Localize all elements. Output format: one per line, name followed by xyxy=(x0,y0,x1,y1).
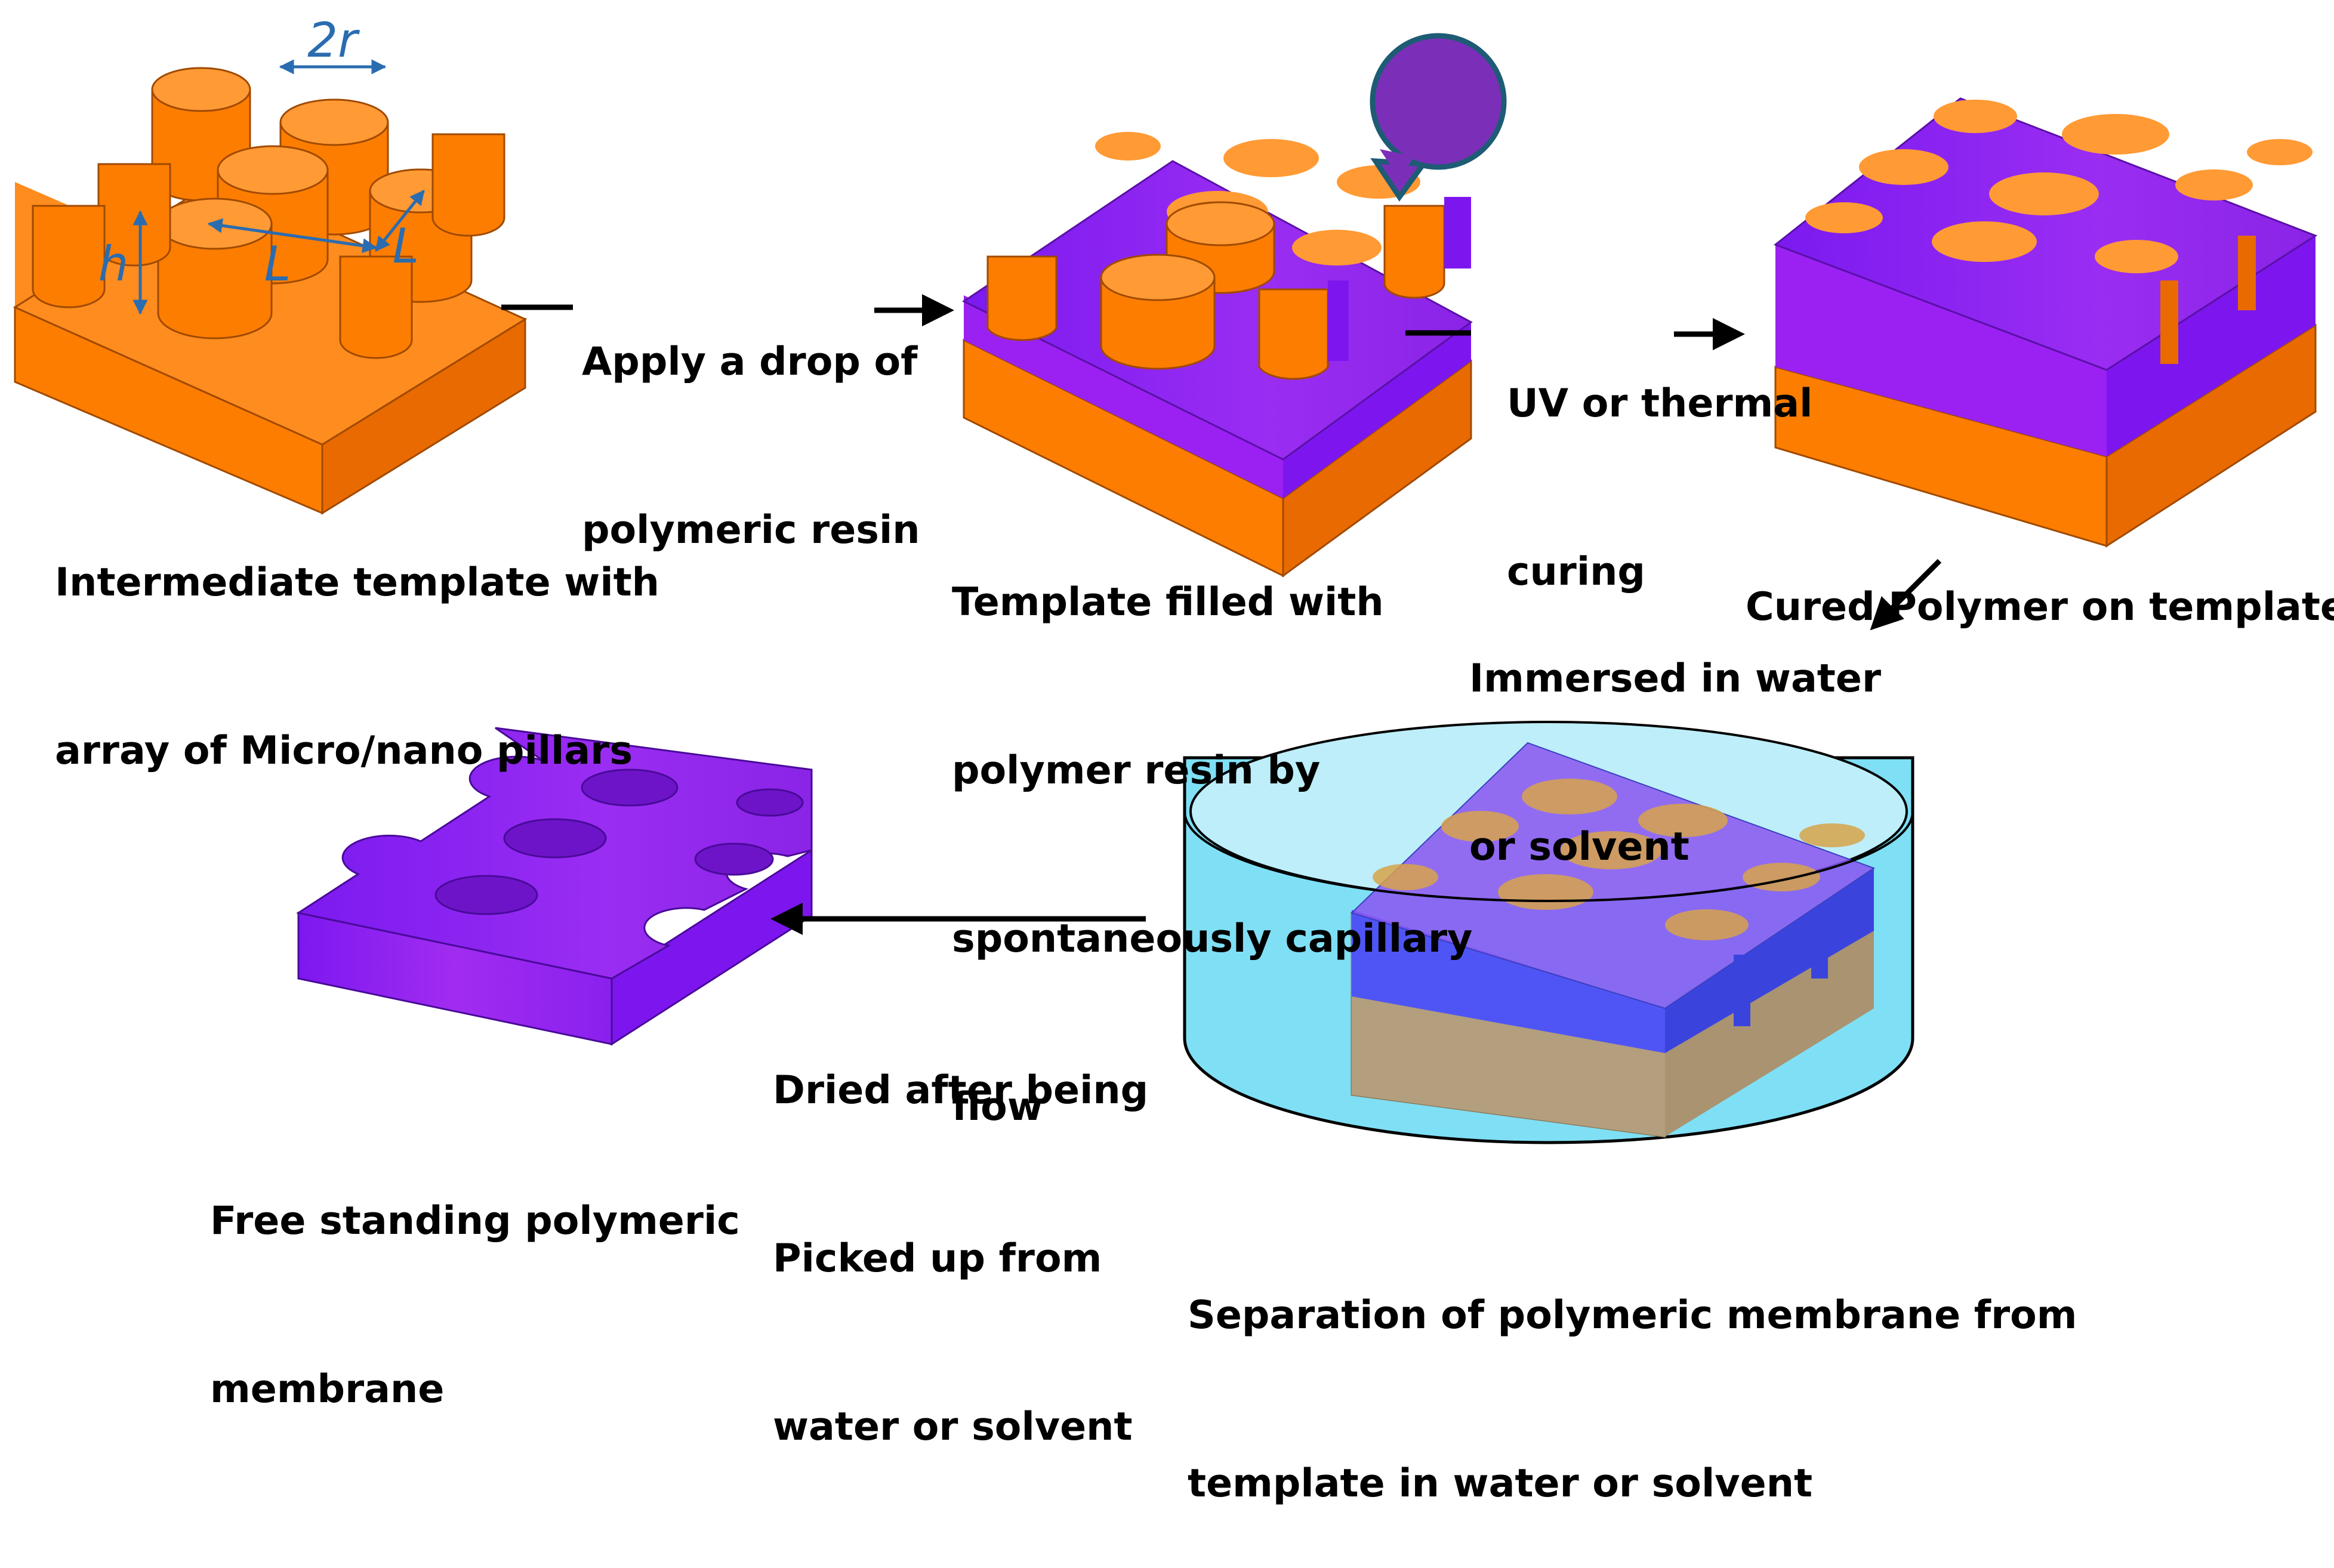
caption-line: spontaneously capillary xyxy=(952,916,1473,961)
caption-line: template in water or solvent xyxy=(1188,1461,1813,1506)
step-immerse: Immersed in water or solvent xyxy=(1469,539,1881,931)
label-L-y: L xyxy=(393,218,420,274)
caption-line: curing xyxy=(1507,550,1645,594)
label-2r: 2r xyxy=(307,13,360,68)
caption-template: Intermediate template with array of Micr… xyxy=(55,443,659,835)
dimension-spacing-y: L xyxy=(375,190,425,274)
caption-line: polymeric resin xyxy=(582,508,920,552)
caption-line: Template filled with xyxy=(952,580,1384,625)
step-apply-resin: Apply a drop of polymeric resin xyxy=(582,222,920,615)
caption-line: water or solvent xyxy=(773,1405,1133,1449)
caption-line: Picked up from xyxy=(773,1236,1102,1281)
arrow-down-left-icon xyxy=(1870,558,1942,631)
step-dry: Dried after being Picked up from water o… xyxy=(773,950,1148,1511)
caption-line: Apply a drop of xyxy=(582,339,918,384)
caption-line: membrane xyxy=(210,1367,445,1412)
caption-line: array of Micro/nano pillars xyxy=(55,729,633,773)
caption-line: UV or thermal xyxy=(1507,381,1813,426)
caption-line: flow xyxy=(952,1085,1043,1129)
caption-line: Intermediate template with xyxy=(55,560,659,605)
label-L-x: L xyxy=(264,236,291,292)
label-h: h xyxy=(98,236,129,292)
caption-line: Dried after being xyxy=(773,1068,1149,1113)
caption-line: Immersed in water xyxy=(1469,656,1882,701)
caption-line: Free standing polymeric xyxy=(210,1199,740,1243)
arrow-right-icon xyxy=(501,294,954,326)
pillar xyxy=(157,197,273,339)
arrow-right-icon xyxy=(1405,318,1745,350)
immersed-block xyxy=(1183,742,1914,1137)
caption-filled-template: Template filled with polymer resin by sp… xyxy=(952,462,1472,1192)
speech-bubble-drop-icon xyxy=(1370,33,1507,202)
dimension-spacing-x: L xyxy=(207,218,378,292)
caption-line: Cured Polymer on template xyxy=(1746,585,2334,629)
free-membrane xyxy=(296,727,813,1046)
step-curing: UV or thermal curing xyxy=(1507,264,1812,656)
caption-separation: Separation of polymeric membrane from te… xyxy=(1188,1175,2077,1568)
cured-template xyxy=(1773,97,2318,548)
caption-membrane: Free standing polymeric membrane xyxy=(210,1081,740,1474)
caption-cured: Cured Polymer on template xyxy=(1746,467,2334,692)
fabrication-process-diagram: 2r h L L xyxy=(13,13,2318,1144)
dimension-diameter: 2r xyxy=(279,13,387,75)
caption-line: polymer resin by xyxy=(952,748,1321,793)
dimension-height: h xyxy=(98,210,148,315)
caption-line: Separation of polymeric membrane from xyxy=(1188,1293,2077,1338)
filled-template-body xyxy=(962,132,1473,578)
caption-line: or solvent xyxy=(1469,825,1689,869)
